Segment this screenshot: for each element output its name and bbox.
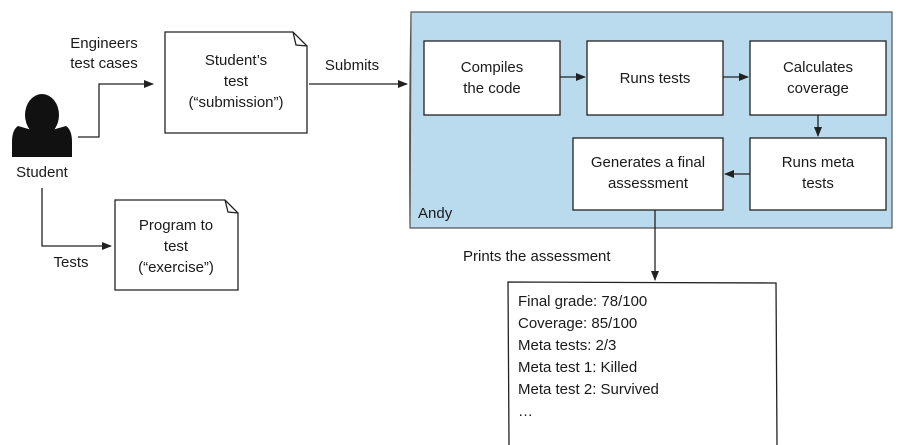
step-assessment-line-2: assessment bbox=[608, 175, 689, 192]
step-coverage-line-1: Calculates bbox=[783, 59, 853, 76]
program-to-test-line-2: test bbox=[164, 238, 189, 255]
program-to-test-line-3: (“exercise”) bbox=[138, 259, 214, 276]
step-assessment-box bbox=[572, 137, 724, 211]
step-compile-line-2: the code bbox=[463, 80, 521, 97]
report-line-6: … bbox=[518, 403, 533, 420]
student-person-icon bbox=[12, 94, 72, 157]
report-line-5: Meta test 2: Survived bbox=[518, 381, 659, 398]
step-run-tests-box bbox=[586, 40, 724, 116]
step-meta-tests-box bbox=[749, 137, 887, 211]
students-test-line-1: Student’s bbox=[205, 52, 267, 69]
step-coverage-box bbox=[749, 40, 887, 116]
step-compile-line-1: Compiles bbox=[461, 59, 524, 76]
engineers-edge-line bbox=[78, 80, 154, 138]
prints-edge-label: Prints the assessment bbox=[463, 248, 611, 265]
student-label: Student bbox=[16, 164, 69, 181]
tests-edge-line bbox=[41, 188, 112, 250]
report-line-4: Meta test 1: Killed bbox=[518, 359, 637, 376]
report-box bbox=[507, 281, 778, 445]
students-test-line-2: test bbox=[224, 73, 249, 90]
andy-system-label: Andy bbox=[418, 205, 453, 222]
report-line-3: Meta tests: 2/3 bbox=[518, 337, 616, 354]
program-to-test-box bbox=[114, 199, 239, 291]
report-line-2: Coverage: 85/100 bbox=[518, 315, 637, 332]
engineers-edge-label-line-2: test cases bbox=[70, 55, 138, 72]
program-to-test-dogear bbox=[224, 199, 239, 214]
program-to-test-line-1: Program to bbox=[139, 217, 213, 234]
step-meta-tests-line-2: tests bbox=[802, 175, 834, 192]
step-meta-tests-line-1: Runs meta bbox=[782, 154, 855, 171]
submits-edge-label: Submits bbox=[325, 57, 379, 74]
report-line-1: Final grade: 78/100 bbox=[518, 293, 647, 310]
students-test-dogear bbox=[292, 31, 308, 47]
engineers-edge-label-line-1: Engineers bbox=[70, 35, 138, 52]
step-run-tests-line-1: Runs tests bbox=[620, 70, 691, 87]
students-test-box bbox=[164, 31, 308, 134]
step-assessment-line-1: Generates a final bbox=[591, 154, 705, 171]
step-compile-box bbox=[423, 40, 561, 116]
step-coverage-line-2: coverage bbox=[787, 80, 849, 97]
tests-edge-label: Tests bbox=[53, 254, 88, 271]
students-test-line-3: (“submission”) bbox=[188, 94, 283, 111]
